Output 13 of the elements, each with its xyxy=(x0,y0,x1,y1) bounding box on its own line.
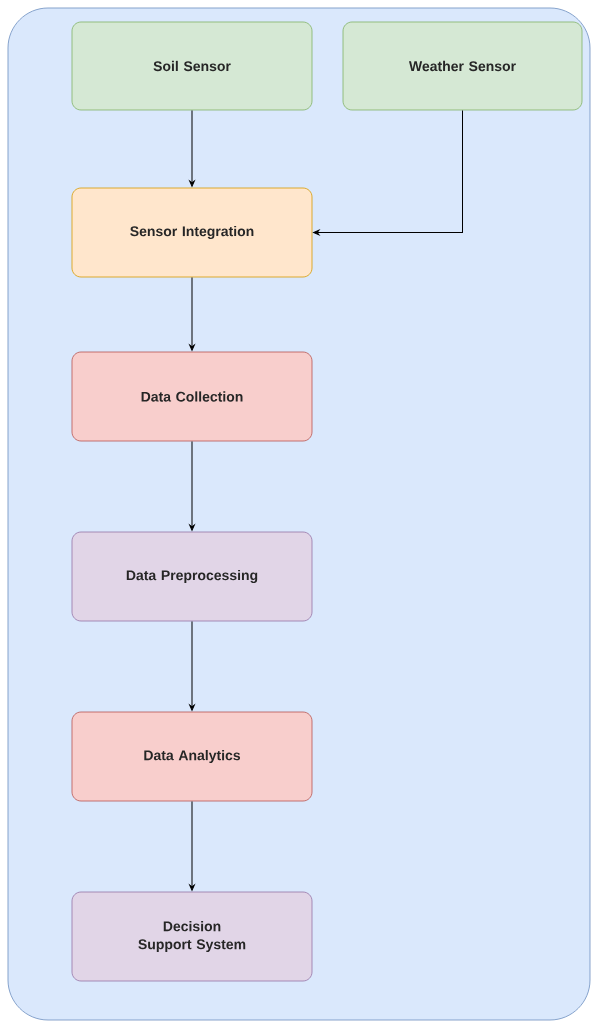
process-box: Data Analytics xyxy=(71,711,313,802)
arrow xyxy=(189,440,195,531)
arrow xyxy=(189,800,195,891)
process-box: Weather Sensor xyxy=(342,21,583,111)
arrow xyxy=(189,276,195,351)
process-box: Soil Sensor xyxy=(71,21,313,111)
process-box: Data Preprocessing xyxy=(71,531,313,622)
arrow xyxy=(189,109,195,187)
process-box: Decision Support System xyxy=(71,891,313,982)
process-box: Data Collection xyxy=(71,351,313,442)
arrow xyxy=(189,620,195,711)
process-box: Sensor Integration xyxy=(71,187,313,278)
arrow xyxy=(313,109,463,236)
